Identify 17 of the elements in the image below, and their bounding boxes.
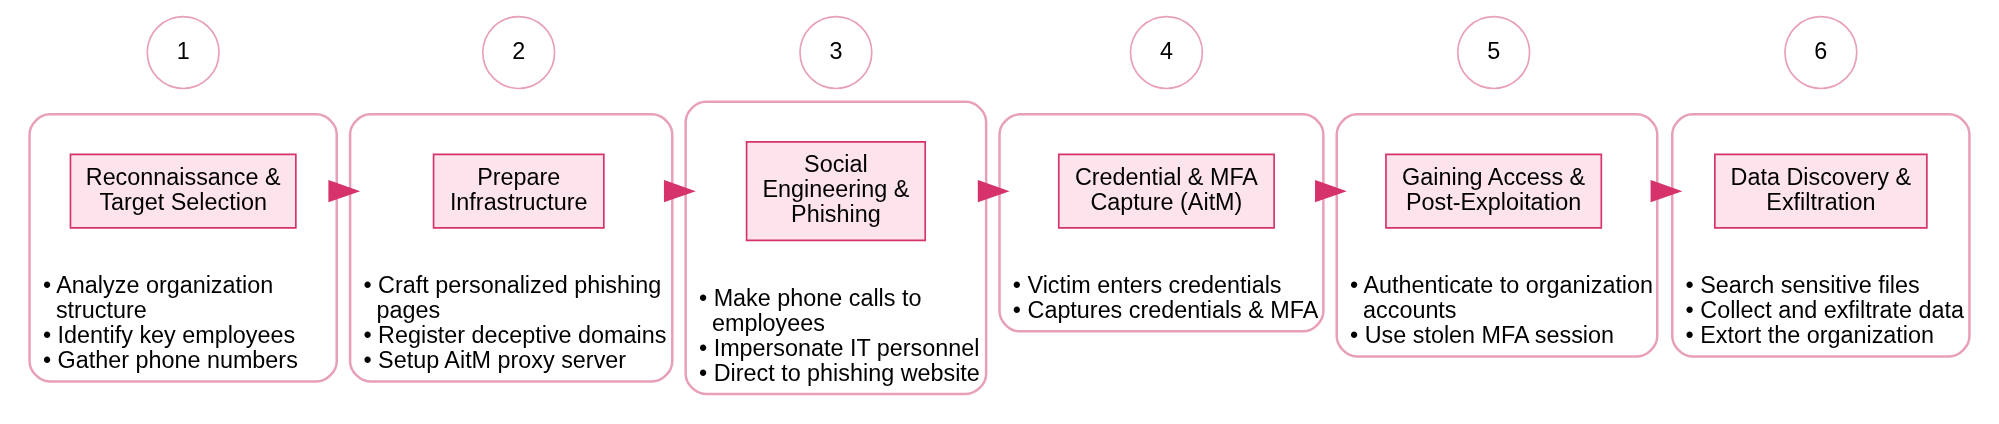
arrow xyxy=(1650,180,1683,203)
node-box: Credential & MFA Capture (AitM) xyxy=(1057,153,1275,229)
arrow xyxy=(663,180,696,203)
node-circle: 3 xyxy=(799,15,873,90)
node-circle: 6 xyxy=(1784,15,1858,90)
node-box: Reconnaissance & Target Selection xyxy=(69,153,297,229)
node-circle: 2 xyxy=(481,15,556,90)
node-circle: 5 xyxy=(1456,15,1531,90)
node-box: Gaining Access & Post-Exploitation xyxy=(1385,153,1603,229)
node-circle: 4 xyxy=(1129,15,1204,90)
node-circle: 1 xyxy=(146,15,220,90)
arrow xyxy=(328,180,361,203)
arrow xyxy=(977,180,1010,203)
node-box: Social Engineering & Phishing xyxy=(745,141,927,242)
node-box: Data Discovery & Exfiltration xyxy=(1714,153,1928,229)
arrow xyxy=(1315,180,1347,203)
node-box: Prepare Infrastructure xyxy=(432,153,605,229)
